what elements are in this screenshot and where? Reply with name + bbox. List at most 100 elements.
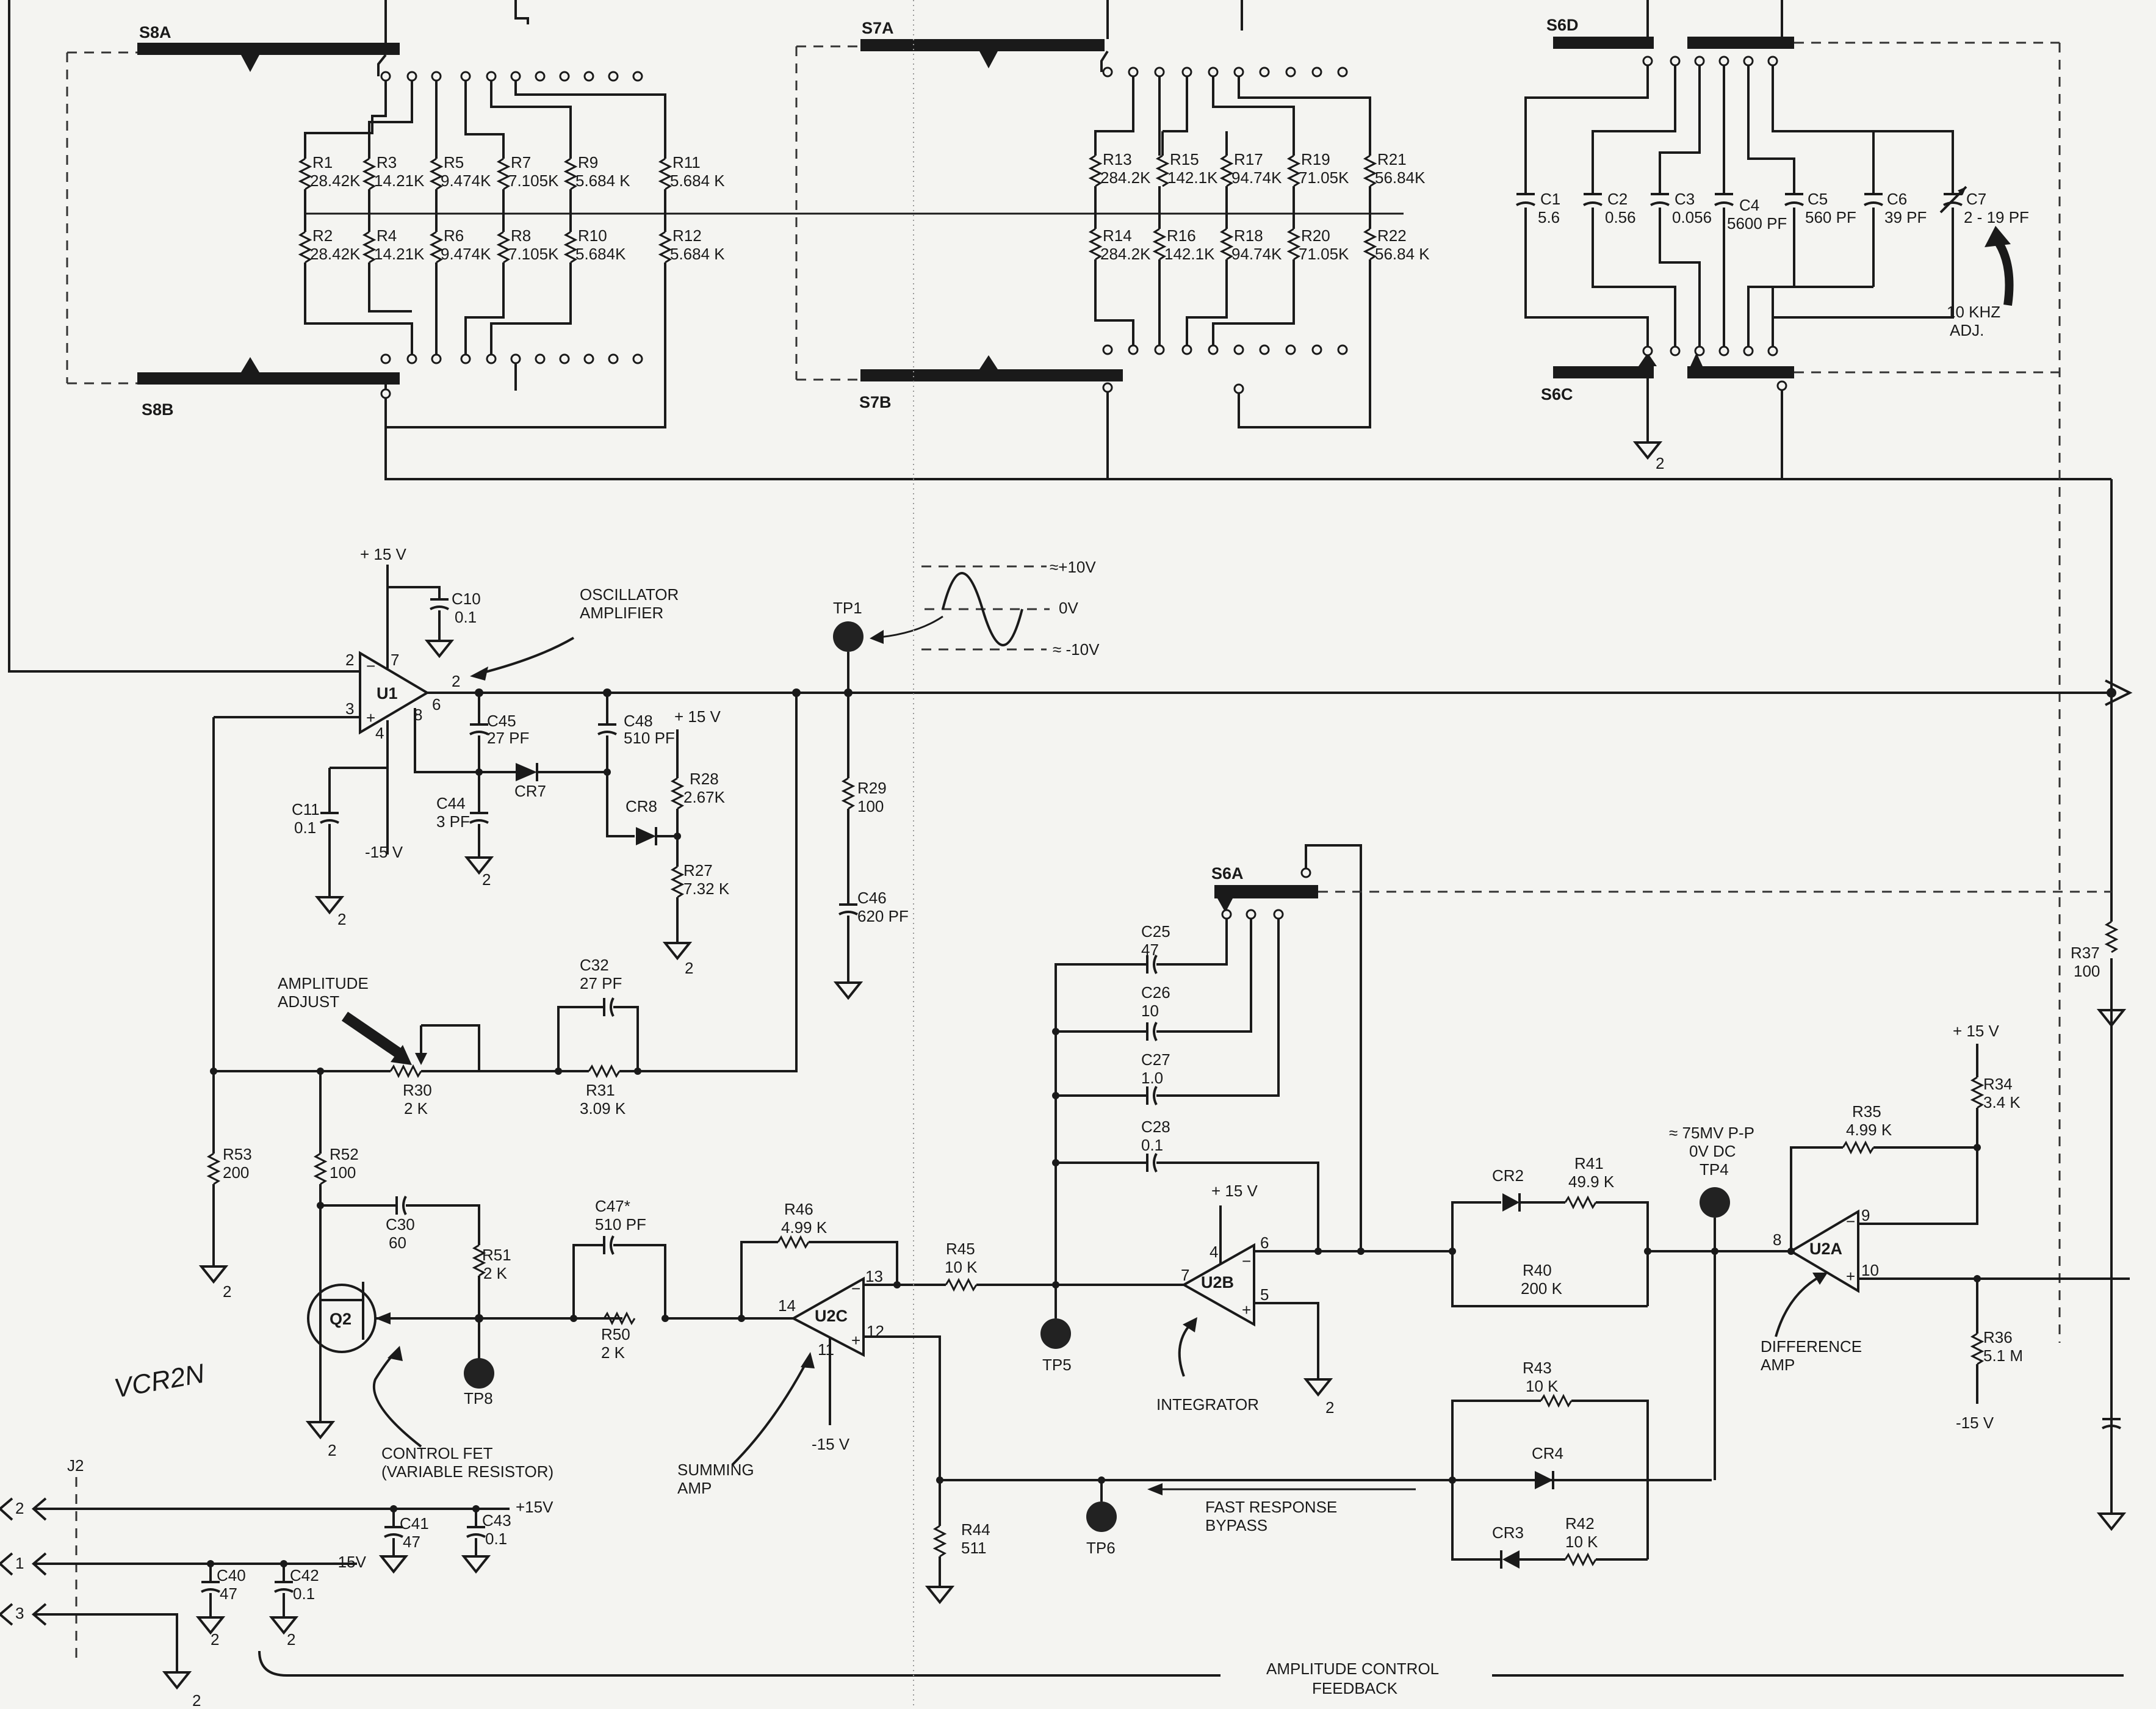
osc-amp-label-1: OSCILLATOR [580, 585, 679, 604]
r13-value: 284.2K [1100, 168, 1151, 187]
r1-value: 28.42K [310, 172, 361, 190]
r52-value: 100 [330, 1163, 356, 1182]
right-bus: R37 100 [2071, 479, 2127, 1531]
tp5-label: TP5 [1042, 1356, 1072, 1374]
r3-ref: R3 [377, 153, 397, 172]
r40-value: 200 K [1521, 1279, 1563, 1298]
c45-ref: C45 [487, 712, 516, 730]
r12-value: 5.684 K [670, 245, 725, 263]
cr8-label: CR8 [626, 797, 657, 815]
c1-ref: C1 [1540, 190, 1560, 208]
c32-value: 27 PF [580, 974, 622, 992]
tp4-testpoint [1700, 1187, 1730, 1218]
r45-ref: R45 [946, 1240, 975, 1258]
s8b-label: S8B [142, 400, 174, 419]
r40-ref: R40 [1523, 1261, 1552, 1279]
c11-value: 0.1 [294, 818, 316, 837]
tp6-label: TP6 [1086, 1539, 1116, 1557]
c45-value: 27 PF [487, 729, 529, 747]
c42-ref: C42 [290, 1566, 319, 1584]
r18-ref: R18 [1234, 226, 1263, 245]
r4-ref: R4 [377, 226, 397, 245]
c2-ref: C2 [1607, 190, 1628, 208]
svg-text:14: 14 [778, 1296, 796, 1315]
ground-symbol: 2 [1632, 441, 1664, 472]
r21-value: 56.84K [1375, 168, 1426, 187]
summing-amp-label-2: AMP [677, 1479, 712, 1497]
r13-ref: R13 [1103, 150, 1132, 168]
r15-value: 142.1K [1167, 168, 1218, 187]
c47-ref: C47* [595, 1197, 630, 1215]
plus15-diff: + 15 V [1953, 1022, 2000, 1040]
svg-text:2: 2 [1656, 454, 1664, 472]
s7a-label: S7A [862, 19, 894, 37]
s6-capacitors: C1 5.6 C2 0.56 C3 0.056 C4 5600 PF C5 56… [1516, 186, 2029, 472]
svg-text:11: 11 [818, 1340, 834, 1359]
difference-amp-label-2: AMP [1761, 1356, 1795, 1374]
r28-ref: R28 [690, 770, 719, 788]
svg-text:2: 2 [15, 1499, 24, 1517]
c41-value: 47 [403, 1533, 420, 1551]
difference-amp-section: U2A − + 8 9 10 R35 4.99 K + 15 V R34 3.4… [1761, 1022, 2130, 1432]
r51-ref: R51 [482, 1246, 511, 1264]
s7b-label: S7B [859, 393, 892, 411]
c5-ref: C5 [1808, 190, 1828, 208]
c40-value: 47 [220, 1584, 237, 1603]
c47-value: 510 PF [595, 1215, 646, 1234]
amplitude-adjust-label-1: AMPLITUDE [278, 974, 369, 992]
amplitude-adjust-label-2: ADJUST [278, 992, 339, 1011]
r35-ref: R35 [1852, 1102, 1881, 1121]
r11-value: 5.684 K [670, 172, 725, 190]
tp1-label: TP1 [833, 599, 862, 617]
tp1-testpoint [833, 621, 863, 652]
svg-text:2: 2 [345, 651, 354, 669]
svg-text:2: 2 [328, 1441, 336, 1459]
s7-resistors: R13 284.2K R14 284.2K R15 142.1K R16 142… [1088, 150, 1430, 263]
r21-ref: R21 [1377, 150, 1407, 168]
c10-value: 0.1 [455, 608, 477, 626]
s8-resistors: R1 28.42K R2 28.42K R3 14.21K R4 14.21K … [298, 153, 725, 264]
wave-zero-label: 0V [1059, 599, 1078, 617]
svg-text:2: 2 [211, 1630, 219, 1649]
svg-text:+: + [1242, 1301, 1251, 1319]
c5-value: 560 PF [1805, 208, 1856, 226]
svg-text:10: 10 [1861, 1261, 1879, 1279]
oscillator-section: + 15 V C10 0.1 2 OSCILLATOR AMPLIFIER U1… [8, 0, 2133, 1000]
c30-ref: C30 [386, 1215, 415, 1234]
minus15-u1: -15 V [365, 843, 403, 861]
c1-value: 5.6 [1538, 208, 1560, 226]
cr7-label: CR7 [514, 782, 546, 800]
r46-value: 4.99 K [781, 1218, 827, 1237]
control-fet-label-2: (VARIABLE RESISTOR) [381, 1462, 553, 1481]
power-connector-section: J2 2 1 3 2 +15V -15V C41 47 C43 0.1 C40 … [0, 1456, 553, 1709]
c3-ref: C3 [1675, 190, 1695, 208]
svg-text:2: 2 [223, 1282, 231, 1301]
c43-ref: C43 [482, 1511, 511, 1530]
c25-value: 47 [1141, 941, 1159, 959]
vcr2n-handwritten-note: VCR2N [112, 1359, 207, 1404]
u2c-label: U2C [815, 1307, 848, 1325]
integrator-label: INTEGRATOR [1156, 1395, 1259, 1414]
r8-ref: R8 [511, 226, 531, 245]
svg-text:1: 1 [15, 1554, 24, 1572]
r4-value: 14.21K [374, 245, 425, 263]
wave-neg-label: ≈ -10V [1053, 640, 1100, 659]
svg-text:4: 4 [1210, 1243, 1218, 1261]
r44-ref: R44 [961, 1520, 990, 1539]
svg-text:3: 3 [345, 699, 354, 718]
r17-ref: R17 [1234, 150, 1263, 168]
r27-value: 7.32 K [683, 880, 730, 898]
r43-value: 10 K [1526, 1377, 1559, 1395]
c44-value: 3 PF [436, 812, 470, 831]
c28-value: 0.1 [1141, 1136, 1163, 1154]
r20-value: 71.05K [1299, 245, 1349, 263]
plus15-supply-label: +15V [516, 1498, 553, 1516]
c27-ref: C27 [1141, 1050, 1170, 1069]
u1-opamp [359, 651, 430, 735]
r10-value: 5.684K [575, 245, 626, 263]
r18-value: 94.74K [1231, 245, 1282, 263]
r12-ref: R12 [672, 226, 702, 245]
r36-value: 5.1 M [1983, 1346, 2023, 1365]
u1-gnd-pin: 2 [452, 672, 460, 690]
c26-ref: C26 [1141, 983, 1170, 1002]
